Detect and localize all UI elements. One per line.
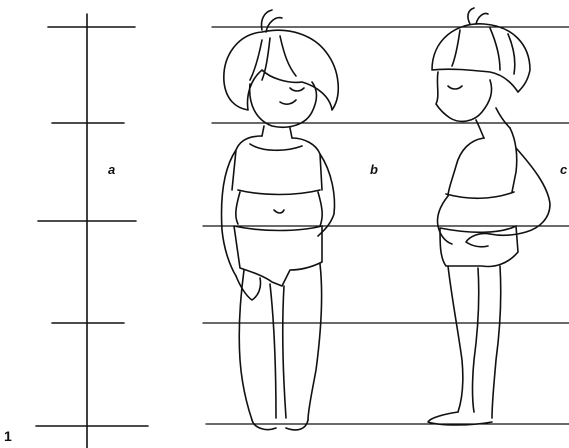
scale-a: [36, 14, 148, 448]
side-face: [436, 72, 492, 121]
label-a: a: [108, 162, 115, 177]
front-left-leg: [239, 270, 252, 420]
front-hair-strands: [250, 36, 296, 80]
side-hair-tuft: [468, 8, 488, 24]
side-inner-leg: [473, 268, 479, 412]
side-foot: [428, 412, 492, 425]
front-navel: [274, 210, 284, 213]
front-face: [250, 82, 317, 127]
front-belly: [236, 192, 322, 226]
front-left-hand: [236, 276, 261, 300]
front-shirt-neckline: [250, 144, 302, 150]
side-arm: [490, 148, 550, 235]
side-hand: [466, 233, 490, 246]
side-eye: [448, 86, 462, 89]
front-right-foot: [286, 420, 308, 430]
side-torso: [448, 128, 517, 196]
front-inner-legs: [270, 284, 286, 418]
front-left-foot: [252, 420, 276, 430]
side-back-leg: [492, 266, 501, 418]
front-eye: [290, 88, 304, 91]
side-hair-strands: [452, 28, 515, 74]
child-side-view: [428, 8, 550, 425]
child-front-view: [222, 10, 339, 430]
front-torso-top: [232, 136, 322, 190]
label-b: b: [370, 162, 378, 177]
figure-number: 1: [4, 428, 12, 444]
side-shirt-hem: [446, 192, 514, 198]
front-hair-tuft: [261, 10, 282, 32]
front-shorts: [234, 226, 322, 286]
front-shirt-hem: [238, 190, 320, 195]
front-right-leg: [308, 264, 322, 420]
side-hair: [432, 24, 530, 92]
side-front-leg: [448, 266, 463, 412]
label-c: c: [560, 162, 567, 177]
front-mouth: [280, 100, 296, 104]
